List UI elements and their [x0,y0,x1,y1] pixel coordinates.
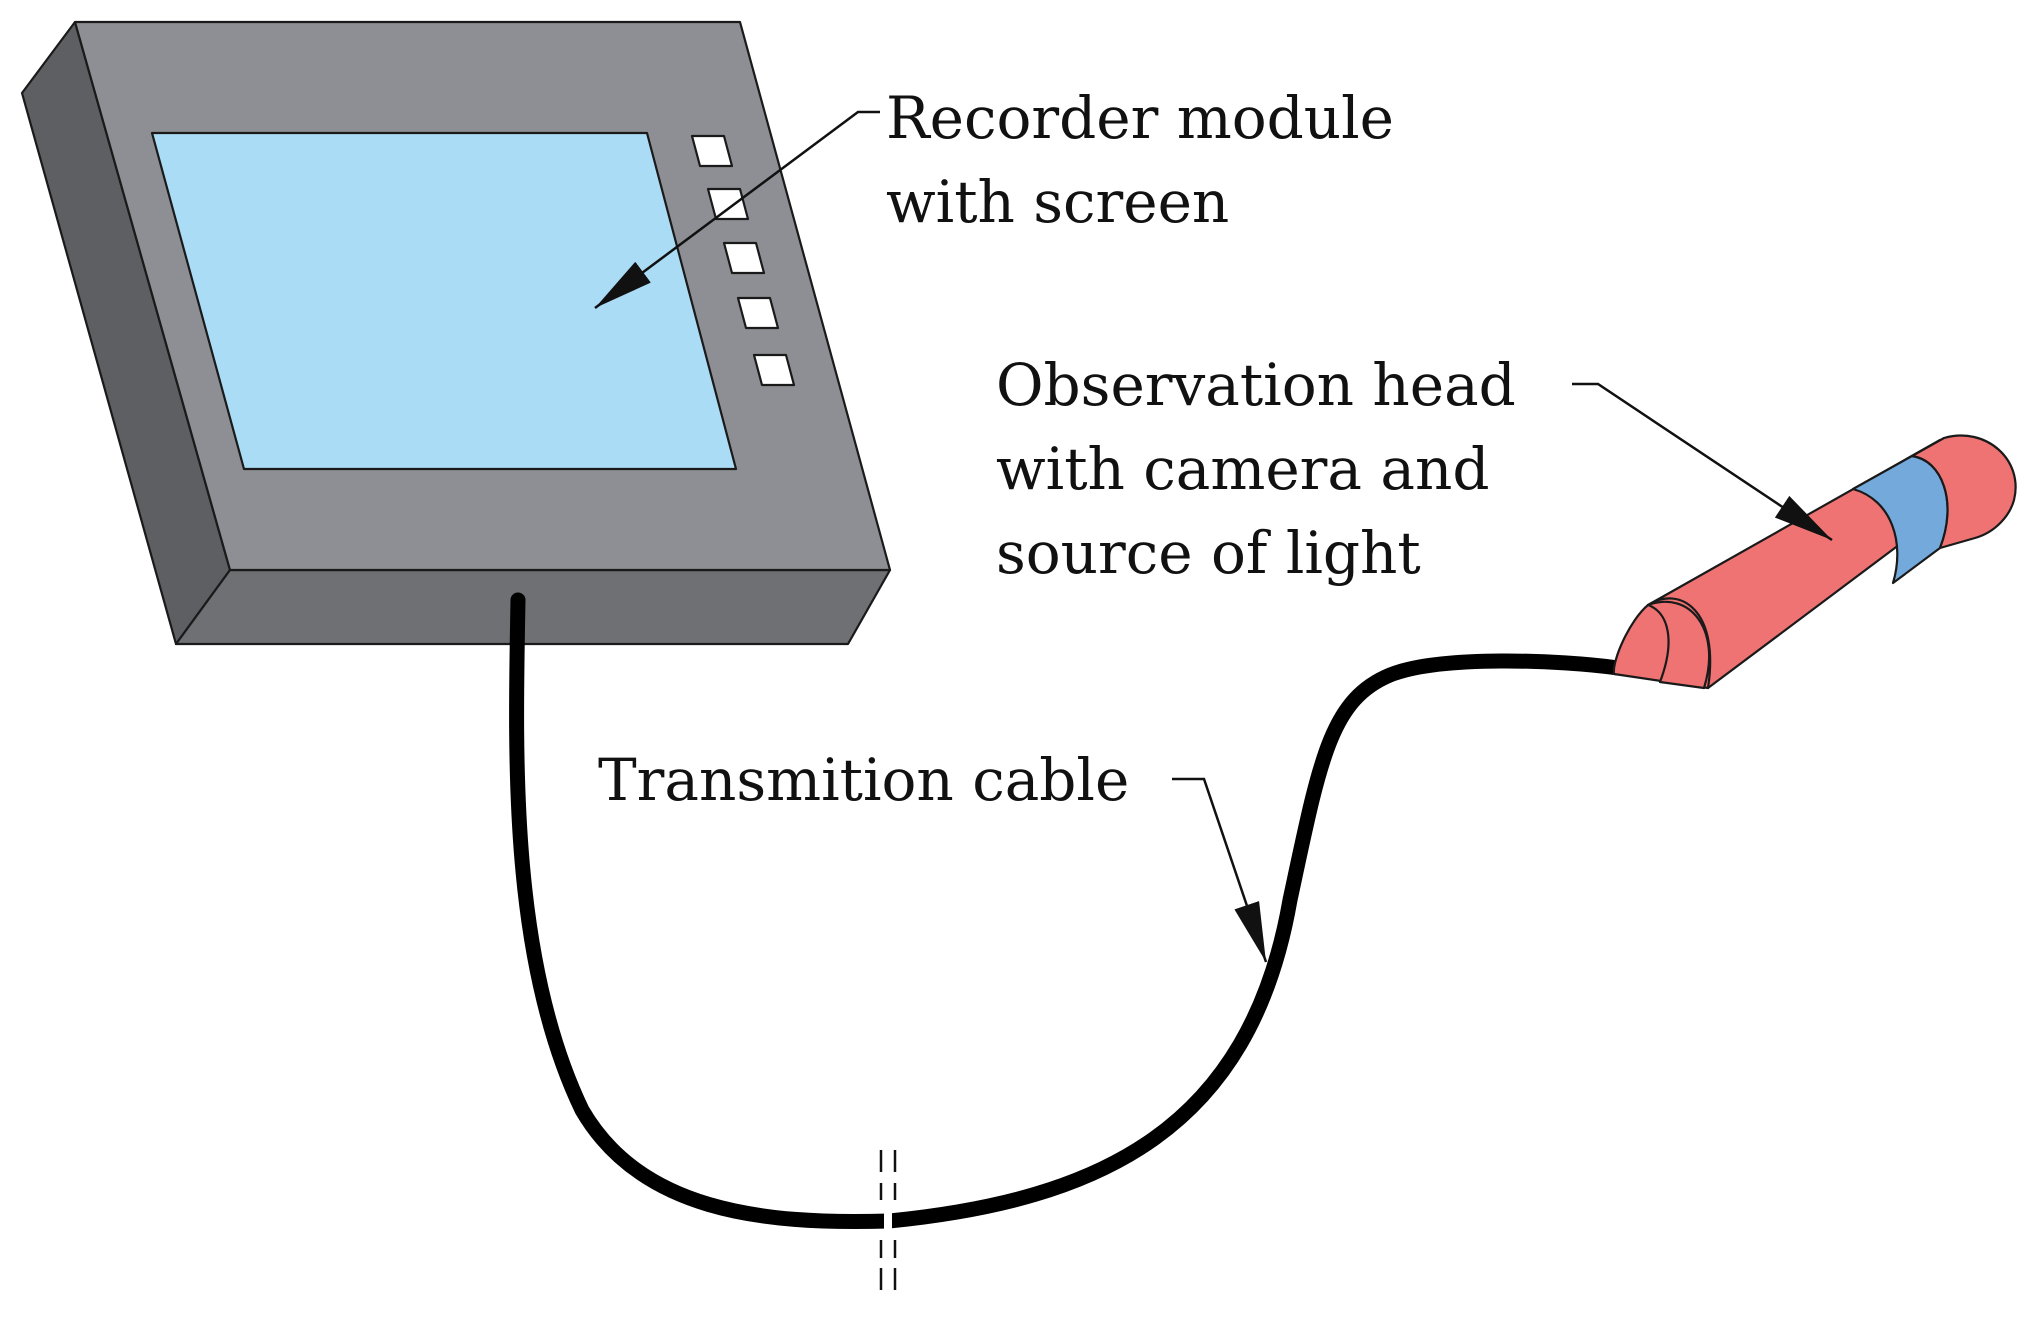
cable-path [509,592,1626,1230]
recorder-label-line-2: with screen [886,168,1229,236]
head-label-line-3: source of light [996,519,1421,587]
device-front-face [174,568,892,646]
device-button[interactable] [690,134,734,168]
recorder-label: Recorder module with screen [886,84,1412,236]
head-label-line-1: Observation head [996,351,1516,419]
head-rear [1910,434,2017,550]
head-front-face [1646,600,1711,690]
observation-head [1612,434,2017,690]
head-leader-arrow [1572,382,1833,542]
head-label-line-2: with camera and [996,435,1489,503]
device-button[interactable] [736,296,780,330]
cable-label: Transmition cable [598,746,1129,814]
screen [150,131,738,471]
cable-leader-arrow [1172,777,1268,963]
device-button[interactable] [706,187,750,221]
recorder-module [20,20,892,646]
cable-break-mark [879,1150,897,1290]
device-button[interactable] [752,353,796,387]
head-label: Observation head with camera and source … [996,351,1534,587]
recorder-leader-arrow [594,110,880,310]
cable-break-gap [884,1204,892,1238]
transmission-cable [509,592,1626,1290]
recorder-label-line-1: Recorder module [886,84,1394,152]
device-button[interactable] [722,241,766,275]
device-buttons [690,134,796,387]
